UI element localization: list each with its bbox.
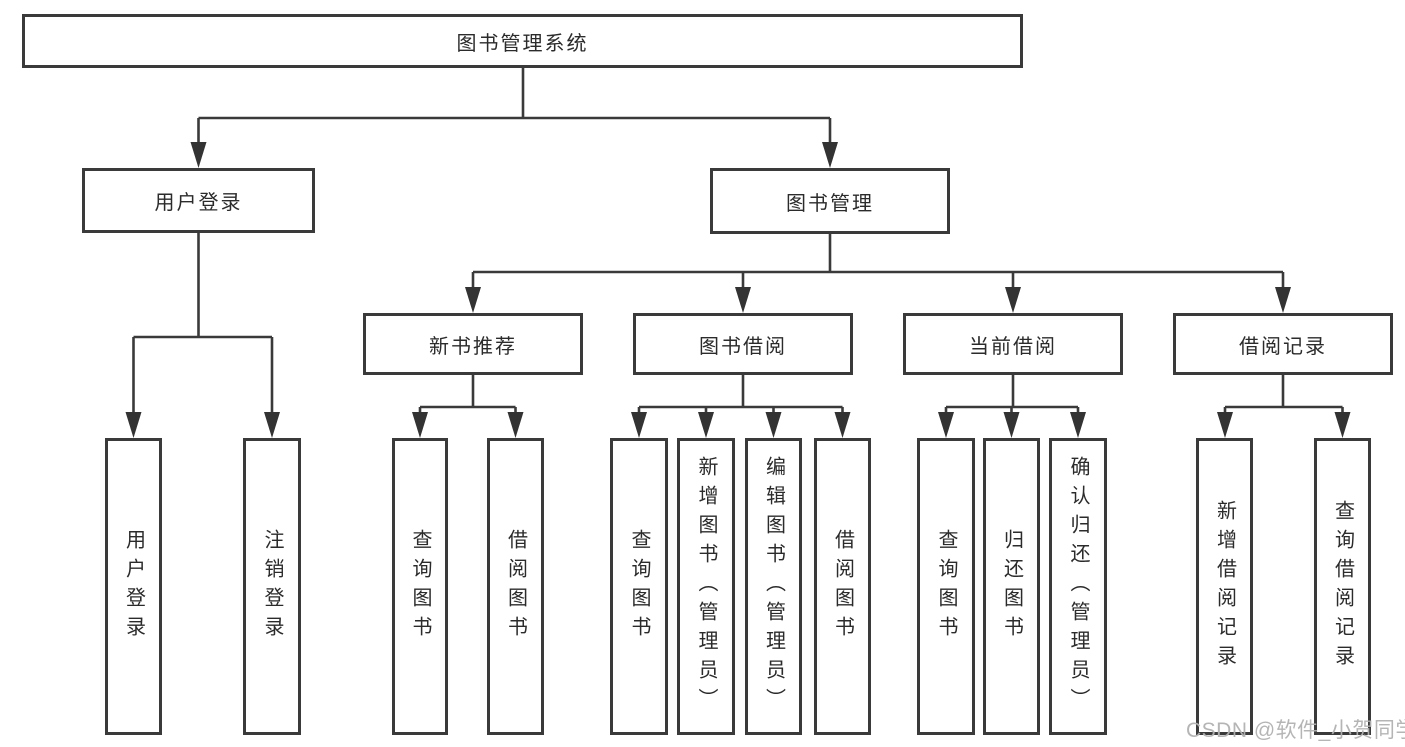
node-book-management-label: 图书管理 xyxy=(786,192,874,215)
connector-book-management-to-level3 xyxy=(465,233,1291,313)
connector-borrow-records-to-leaves xyxy=(1217,375,1351,438)
connector-new-book-recommend-to-leaves xyxy=(412,375,524,438)
node-book-borrow: 图书借阅 xyxy=(633,313,853,375)
leaf-edit-book-admin: 编辑图书（管理员） xyxy=(745,438,802,735)
node-current-borrow-label: 当前借阅 xyxy=(969,335,1057,358)
connector-book-borrow-to-leaves xyxy=(631,375,851,438)
leaf-add-borrow-record: 新增借阅记录 xyxy=(1196,438,1253,735)
leaf-current-query-books: 查询图书 xyxy=(917,438,975,735)
leaf-newbook-query-books-label: 查询图书 xyxy=(409,528,431,645)
leaf-add-book-admin: 新增图书（管理员） xyxy=(677,438,735,735)
connector-root-to-level2 xyxy=(190,68,838,168)
node-root-system-label: 图书管理系统 xyxy=(456,32,589,55)
leaf-return-books-label: 归还图书 xyxy=(1000,528,1023,645)
leaf-user-login: 用户登录 xyxy=(105,438,162,735)
leaf-query-borrow-record-label: 查询借阅记录 xyxy=(1331,499,1354,674)
leaf-logout: 注销登录 xyxy=(243,438,301,735)
node-user-login: 用户登录 xyxy=(82,168,315,233)
leaf-return-books: 归还图书 xyxy=(983,438,1040,735)
node-borrow-records: 借阅记录 xyxy=(1173,313,1393,375)
leaf-query-borrow-record: 查询借阅记录 xyxy=(1314,438,1371,735)
node-new-book-recommend: 新书推荐 xyxy=(363,313,583,375)
leaf-borrow-borrow-books-label: 借阅图书 xyxy=(831,528,854,645)
node-book-borrow-label: 图书借阅 xyxy=(699,335,787,358)
node-book-management: 图书管理 xyxy=(710,168,950,234)
leaf-user-login-label: 用户登录 xyxy=(122,528,145,645)
leaf-confirm-return-admin: 确认归还（管理员） xyxy=(1049,438,1107,735)
leaf-confirm-return-admin-label: 确认归还（管理员） xyxy=(1067,456,1089,717)
node-root-system: 图书管理系统 xyxy=(22,14,1023,68)
leaf-borrow-query-books: 查询图书 xyxy=(610,438,668,735)
leaf-current-query-books-label: 查询图书 xyxy=(935,528,957,645)
node-new-book-recommend-label: 新书推荐 xyxy=(429,335,517,358)
node-user-login-label: 用户登录 xyxy=(154,192,243,214)
csdn-watermark: CSDN @软件_小贺同学 xyxy=(1186,719,1405,742)
node-current-borrow: 当前借阅 xyxy=(903,313,1123,375)
leaf-newbook-query-books: 查询图书 xyxy=(392,438,448,735)
leaf-newbook-borrow-books-label: 借阅图书 xyxy=(504,528,527,645)
connector-user-login-to-leaves xyxy=(125,232,280,438)
leaf-newbook-borrow-books: 借阅图书 xyxy=(487,438,544,735)
leaf-borrow-query-books-label: 查询图书 xyxy=(628,528,650,645)
connector-current-borrow-to-leaves xyxy=(938,375,1086,438)
node-borrow-records-label: 借阅记录 xyxy=(1239,335,1327,358)
leaf-add-book-admin-label: 新增图书（管理员） xyxy=(695,456,717,717)
leaf-add-borrow-record-label: 新增借阅记录 xyxy=(1213,499,1236,674)
leaf-edit-book-admin-label: 编辑图书（管理员） xyxy=(762,456,785,717)
leaf-borrow-borrow-books: 借阅图书 xyxy=(814,438,871,735)
leaf-logout-label: 注销登录 xyxy=(261,528,283,645)
